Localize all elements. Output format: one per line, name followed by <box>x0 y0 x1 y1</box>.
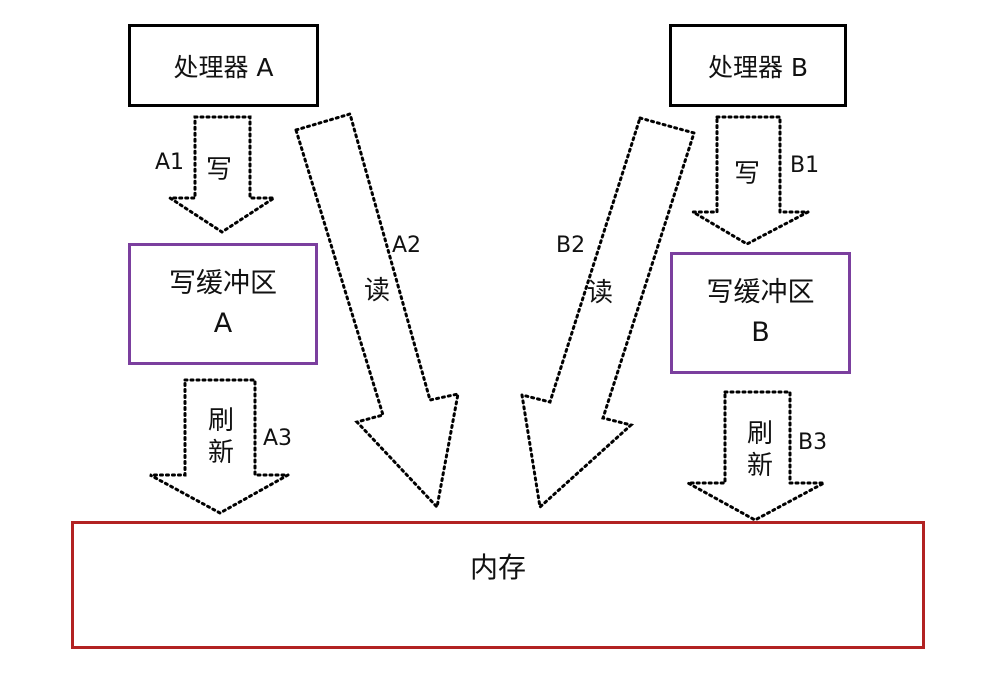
processor-b-box: 处理器 B <box>669 24 847 107</box>
arrow-a3 <box>149 378 294 515</box>
arrow-b3-id: B3 <box>798 430 828 455</box>
memory-box: 内存 <box>71 521 925 649</box>
arrow-a1-id: A1 <box>155 150 185 175</box>
arrow-a3-id: A3 <box>263 426 293 451</box>
write-buffer-b-box: 写缓冲区 B <box>670 252 851 374</box>
arrow-b3 <box>687 390 825 522</box>
write-buffer-a-title: 写缓冲区 <box>169 268 277 299</box>
arrow-a2-id: A2 <box>392 233 422 258</box>
processor-a-label: 处理器 A <box>173 52 274 82</box>
processor-b-label: 处理器 B <box>707 52 809 82</box>
arrow-a2 <box>294 112 460 511</box>
arrow-a3-action-line1: 刷 <box>207 406 234 436</box>
arrow-a2-action: 读 <box>363 276 390 306</box>
memory-label: 内存 <box>469 551 526 584</box>
arrow-b1-action: 写 <box>733 159 760 189</box>
arrow-a3-action-line2: 新 <box>207 438 234 468</box>
arrow-b3-action-line2: 新 <box>746 451 773 481</box>
arrow-a1-action: 写 <box>205 155 232 185</box>
arrow-b2-action: 读 <box>586 278 613 308</box>
processor-a-box: 处理器 A <box>128 24 319 107</box>
write-buffer-b-title: 写缓冲区 <box>706 277 815 308</box>
arrow-b2-id: B2 <box>556 233 586 258</box>
arrow-b2 <box>520 116 696 510</box>
write-buffer-a-id: A <box>213 308 233 339</box>
arrow-b1 <box>687 115 809 246</box>
arrow-a1 <box>164 115 280 234</box>
arrow-b3-action-line1: 刷 <box>746 419 773 449</box>
write-buffer-a-box: 写缓冲区 A <box>128 243 318 365</box>
arrow-b1-id: B1 <box>790 153 820 178</box>
write-buffer-b-id: B <box>751 317 770 348</box>
